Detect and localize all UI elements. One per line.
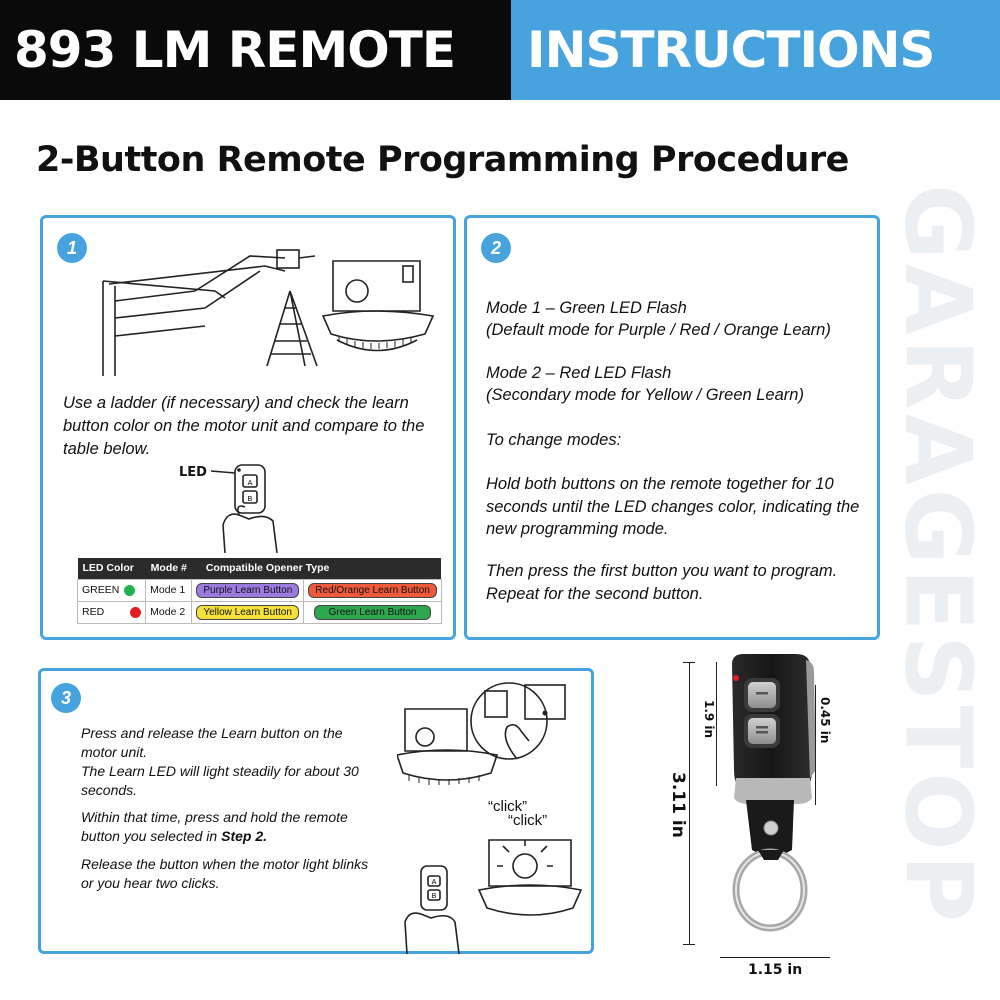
- height-dimension-cap-top: [683, 662, 695, 663]
- press-first-button-text: Then press the first button you want to …: [486, 562, 838, 603]
- watermark-text: GARAGESTOP: [893, 184, 983, 926]
- change-modes-heading: To change modes:: [486, 431, 622, 449]
- step-2-panel: 2 Mode 1 – Green LED Flash (Default mode…: [464, 215, 880, 640]
- led-color-green: GREEN: [82, 584, 120, 596]
- click-remote-b-label: B: [432, 893, 437, 900]
- remote-button-a-label: A: [248, 480, 253, 487]
- thickness-dimension-line: [815, 685, 816, 805]
- click-2-text: “click”: [508, 812, 548, 829]
- step-1-badge: 1: [57, 233, 87, 263]
- hold-buttons-text: Hold both buttons on the remote together…: [486, 475, 860, 538]
- header-banner: 893 LM REMOTE INSTRUCTIONS: [0, 0, 1000, 100]
- table-header-led-color: LED Color: [77, 558, 146, 579]
- step-2-badge: 2: [481, 233, 511, 263]
- mode-2-title: Mode 2 – Red LED Flash: [486, 364, 672, 382]
- learn-led-text: The Learn LED will light steadily for ab…: [81, 763, 359, 798]
- motor-click-illustration: A B: [404, 839, 583, 955]
- height-dimension-cap-bottom: [683, 944, 695, 945]
- step-1-panel: 1 Use a ladder (if necessary) and check …: [40, 215, 456, 640]
- width-dimension-line: [720, 957, 830, 958]
- step-3-badge: 3: [51, 683, 81, 713]
- table-header-mode: Mode #: [145, 558, 192, 579]
- mode-1-desc: (Default mode for Purple / Red / Orange …: [486, 321, 831, 339]
- table-row: RED Mode 2 Yellow Learn Button Green Lea…: [76, 600, 442, 624]
- led-color-red: RED: [82, 606, 105, 618]
- button-dimension-text: 1.9 in: [702, 700, 716, 739]
- press-learn-text: Press and release the Learn button on th…: [81, 725, 343, 760]
- mode-2-desc: (Secondary mode for Yellow / Green Learn…: [486, 386, 804, 404]
- yellow-learn-button-pill: Yellow Learn Button: [196, 604, 299, 620]
- press-learn-illustration: [397, 682, 566, 785]
- thickness-dimension-text: 0.45 in: [818, 697, 832, 744]
- remote-button-b-label: B: [248, 496, 253, 503]
- step-3-panel: 3 Press and release the Learn button on …: [38, 668, 594, 955]
- remote-product-image: [732, 654, 816, 932]
- release-button-text: Release the button when the motor light …: [81, 856, 369, 891]
- remote-in-hand-illustration: A B: [210, 464, 278, 554]
- click-remote-a-label: A: [432, 879, 437, 886]
- mode-1-cell: Mode 1: [145, 578, 193, 602]
- table-row: GREEN Mode 1 Purple Learn Button Red/Ora…: [76, 578, 442, 602]
- green-learn-button-pill: Green Learn Button: [313, 604, 432, 620]
- press-hold-text: Within that time, press and hold the rem…: [81, 808, 381, 846]
- mode-1-title: Mode 1 – Green LED Flash: [486, 299, 687, 317]
- height-dimension-line: [689, 662, 690, 944]
- width-dimension-label: 1.15 in: [748, 962, 803, 978]
- red-orange-learn-button-pill: Red/Orange Learn Button: [308, 582, 437, 598]
- green-dot-icon: [124, 584, 136, 596]
- table-header-opener-type: Compatible Opener Type: [191, 558, 442, 579]
- height-dimension-text: 3.11 in: [668, 772, 688, 838]
- step-1-text: Use a ladder (if necessary) and check th…: [63, 394, 425, 458]
- page-title: 2-Button Remote Programming Procedure: [36, 140, 849, 180]
- button-dimension-line: [716, 662, 717, 786]
- mode-2-cell: Mode 2: [145, 600, 193, 624]
- red-dot-icon: [130, 606, 142, 618]
- brand-watermark: GARAGESTOP: [893, 140, 983, 970]
- garage-ladder-illustration: [102, 249, 435, 376]
- purple-learn-button-pill: Purple Learn Button: [196, 582, 300, 598]
- led-label: LED: [179, 465, 207, 480]
- press-hold-step-ref: Step 2.: [221, 828, 268, 844]
- header-instructions: INSTRUCTIONS: [511, 0, 1000, 100]
- led-mode-table: LED Color Mode # Compatible Opener Type …: [76, 558, 442, 624]
- click-1-text: “click”: [488, 798, 528, 815]
- header-product-name: 893 LM REMOTE: [0, 0, 511, 100]
- press-hold-text-main: Within that time, press and hold the rem…: [81, 809, 348, 844]
